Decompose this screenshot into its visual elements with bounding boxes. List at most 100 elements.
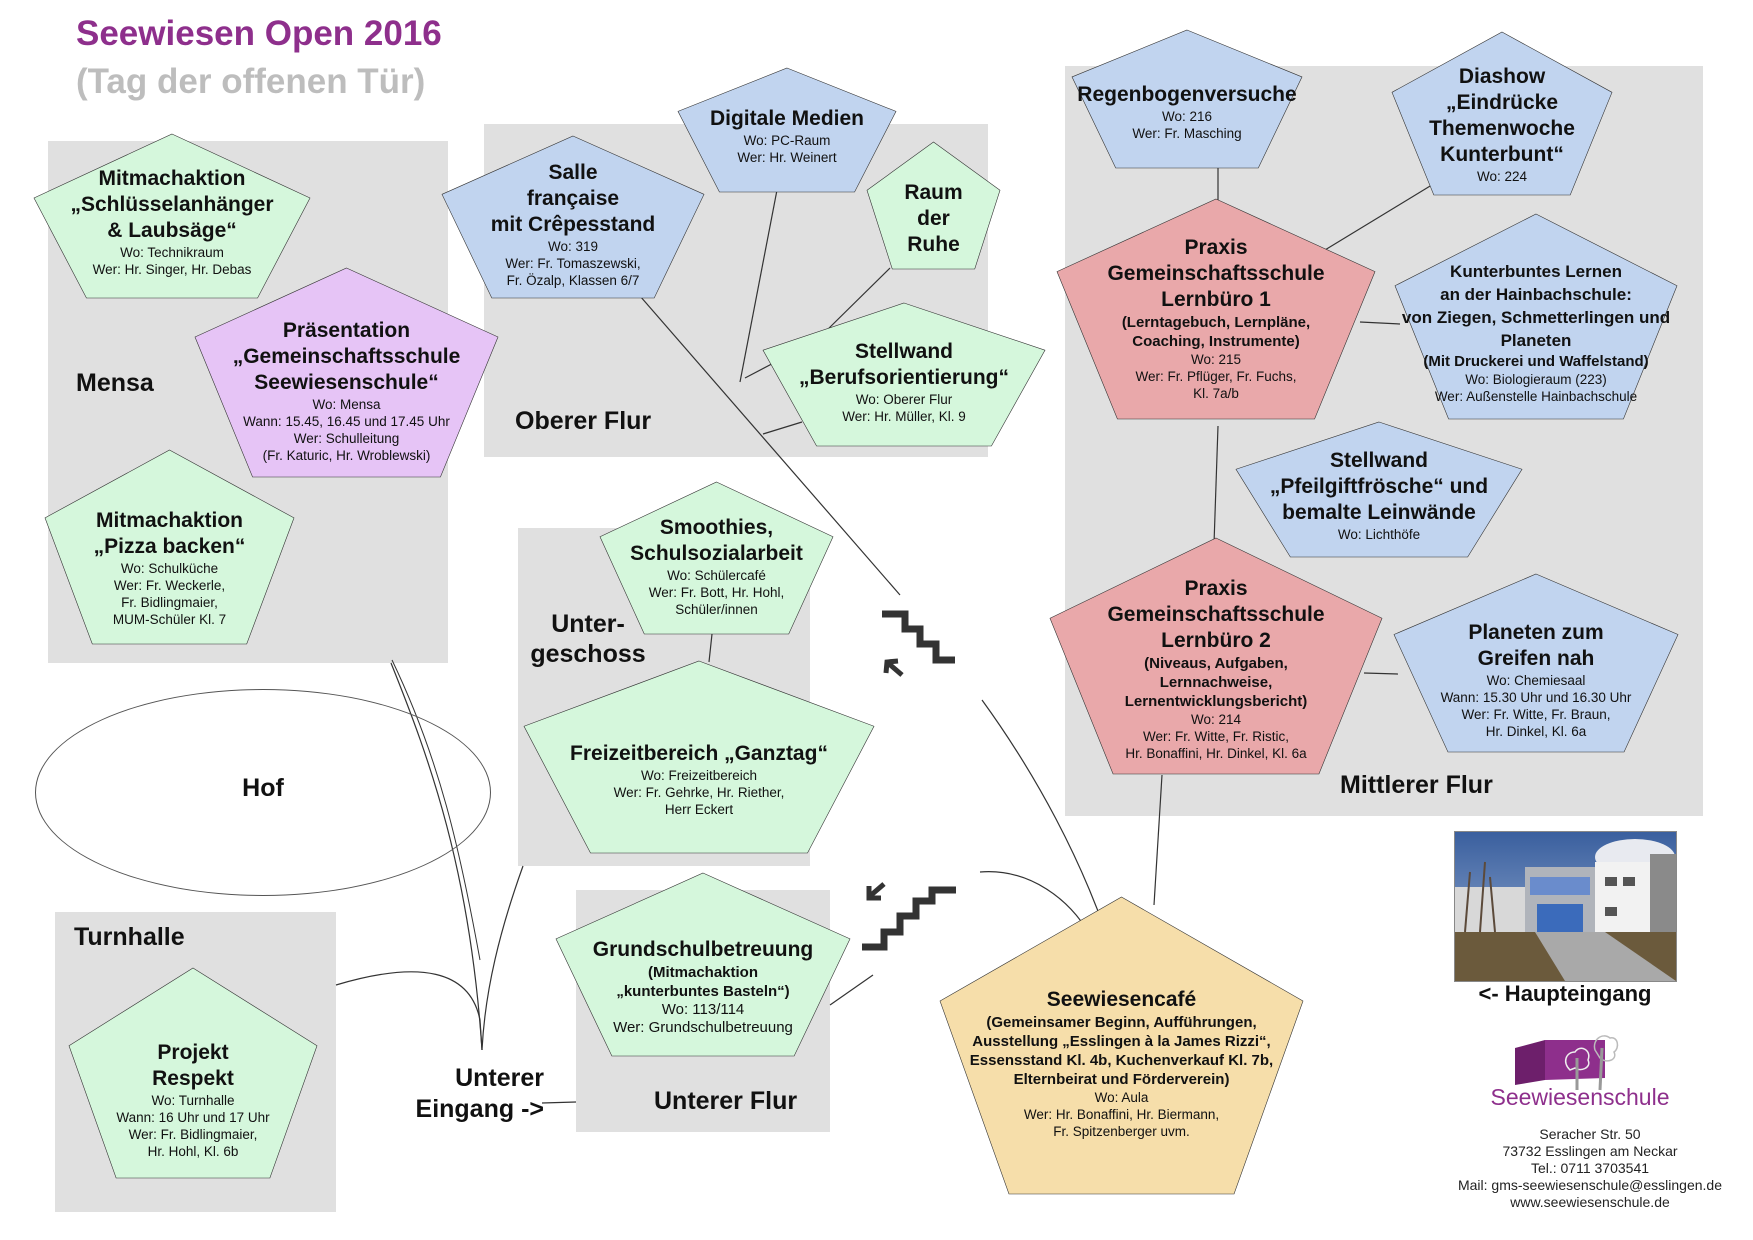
- station-details: Wo: Biologieraum (223) Wer: Außenstelle …: [1434, 372, 1638, 404]
- pentagon-shape: [1072, 30, 1302, 168]
- station-lernbuero-1[interactable]: Praxis Gemeinschaftsschule Lernbüro 1 (L…: [1057, 199, 1375, 419]
- station-grundschule[interactable]: Grundschulbetreuung (Mitmachaktion „kunt…: [556, 873, 850, 1056]
- station-title: Diashow „Eindrücke Themenwoche Kunterbun…: [1429, 65, 1575, 166]
- link-digitale: [739, 189, 778, 383]
- station-freizeitbereich[interactable]: Freizeitbereich „Ganztag“ Wo: Freizeitbe…: [524, 661, 874, 853]
- station-title: Seewiesencafé: [1046, 988, 1197, 1011]
- zone-label-unterer-flur: Unterer Flur: [654, 1087, 798, 1115]
- page-subtitle: (Tag der offenen Tür): [76, 62, 426, 101]
- link-lernbuero: [1213, 425, 1219, 545]
- pentagon-shape: [678, 68, 896, 192]
- link-turnhalle-eingang: [335, 971, 483, 1051]
- station-title: Regenbogenversuche: [1077, 83, 1297, 106]
- link-eingang-flur: [541, 1101, 577, 1104]
- address-street: Seracher Str. 50: [1539, 1126, 1641, 1142]
- station-subtitle: (Mitmachaktion „kunterbuntes Basteln“): [616, 964, 790, 1000]
- link-beruf-2: [762, 421, 803, 435]
- station-details: Wo: Oberer Flur Wer: Hr. Müller, Kl. 9: [842, 392, 966, 424]
- station-hainbach[interactable]: Kunterbuntes Lernen an der Hainbachschul…: [1395, 214, 1677, 419]
- main-entrance-label: <- Haupteingang: [1478, 981, 1652, 1006]
- pentagon-shape: [763, 303, 1045, 446]
- link-grundschule: [829, 974, 874, 1006]
- station-details: Wo: Turnhalle Wann: 16 Uhr und 17 Uhr We…: [116, 1093, 270, 1159]
- pentagon-shape: [34, 134, 310, 298]
- station-details: Wo: Chemiesaal Wann: 15.30 Uhr und 16.30…: [1440, 673, 1632, 739]
- link-salle: [639, 295, 901, 596]
- arrow-down-left-icon: [866, 882, 886, 901]
- stairs-down-icon: [862, 882, 956, 951]
- station-regenbogen[interactable]: Regenbogenversuche Wo: 216 Wer: Fr. Masc…: [1072, 30, 1302, 168]
- station-title: Projekt Respekt: [152, 1041, 234, 1090]
- station-raum-der-ruhe[interactable]: Raum der Ruhe: [867, 142, 1000, 269]
- link-hainbach: [1359, 321, 1401, 325]
- pentagon-shape: [1395, 214, 1677, 419]
- station-title: Planeten zum Greifen nah: [1468, 621, 1604, 670]
- station-details: Wo: 215 Wer: Fr. Pflüger, Fr. Fuchs, Kl.…: [1135, 352, 1297, 401]
- station-details: Wo: Lichthöfe: [1337, 527, 1421, 542]
- station-title: Digitale Medien: [709, 107, 865, 130]
- station-title: Präsentation „Gemeinschaftsschule Seewie…: [232, 319, 461, 394]
- station-details: Wo: Schülercafé Wer: Fr. Bott, Hr. Hohl,…: [648, 568, 785, 617]
- station-berufsorientierung[interactable]: Stellwand „Berufsorientierung“ Wo: Obere…: [763, 303, 1045, 446]
- station-diashow[interactable]: Diashow „Eindrücke Themenwoche Kunterbun…: [1392, 32, 1612, 195]
- station-details: Wo: Schulküche Wer: Fr. Weckerle, Fr. Bi…: [112, 561, 227, 627]
- station-salle[interactable]: Salle française mit Crêpesstand Wo: 319 …: [442, 136, 704, 298]
- station-details: Wo: 224: [1476, 169, 1528, 184]
- station-title: Raum der Ruhe: [904, 181, 963, 256]
- address-website[interactable]: www.seewiesenschule.de: [1510, 1194, 1670, 1210]
- pentagon-shape: [600, 482, 833, 634]
- station-digitale-medien[interactable]: Digitale Medien Wo: PC-Raum Wer: Hr. Wei…: [678, 68, 896, 192]
- pentagon-shape: [442, 136, 704, 298]
- station-seewiesencafe[interactable]: Seewiesencafé (Gemeinsamer Beginn, Auffü…: [940, 897, 1303, 1194]
- station-details: Wo: Aula Wer: Hr. Bonaffini, Hr. Bierman…: [1023, 1090, 1220, 1139]
- station-praesentation[interactable]: Präsentation „Gemeinschaftsschule Seewie…: [195, 268, 498, 477]
- station-details: Wo: 319 Wer: Fr. Tomaszewski, Fr. Özalp,…: [505, 239, 641, 288]
- station-title: Freizeitbereich „Ganztag“: [570, 742, 828, 765]
- link-cafe-lernbuero2: [1153, 774, 1163, 906]
- pentagon-shape: [1057, 199, 1375, 419]
- pentagon-shape: [69, 968, 317, 1178]
- pentagon-shape: [1236, 422, 1522, 557]
- zone-label-turnhalle: Turnhalle: [74, 923, 185, 951]
- station-title: Grundschulbetreuung: [592, 938, 814, 961]
- address-email[interactable]: Mail: gms-seewiesenschule@esslingen.de: [1457, 1177, 1722, 1193]
- link-smoothies: [708, 633, 713, 663]
- pentagon-shape: [195, 268, 498, 477]
- station-lernbuero-2[interactable]: Praxis Gemeinschaftsschule Lernbüro 2 (N…: [1050, 538, 1382, 774]
- station-details: Wo: 214 Wer: Fr. Witte, Fr. Ristic, Hr. …: [1125, 712, 1307, 761]
- station-pfeilgift[interactable]: Stellwand „Pfeilgiftfrösche“ und bemalte…: [1236, 422, 1522, 557]
- link-diashow: [1319, 179, 1441, 254]
- link-ruhe: [821, 267, 891, 336]
- hof-area: Hof: [35, 689, 491, 896]
- station-subtitle: (Gemeinsamer Beginn, Aufführungen, Ausst…: [969, 1014, 1274, 1088]
- station-title: Stellwand „Berufsorientierung“: [798, 340, 1010, 389]
- page-title: Seewiesen Open 2016: [76, 14, 442, 53]
- pentagon-shape: [556, 873, 850, 1056]
- station-details: Wo: Technikraum Wer: Hr. Singer, Hr. Deb…: [92, 245, 252, 277]
- pentagon-shape: [1392, 32, 1612, 195]
- station-title: Smoothies, Schulsozialarbeit: [630, 516, 803, 565]
- station-title: Stellwand „Pfeilgiftfrösche“ und bemalte…: [1269, 449, 1489, 524]
- station-subtitle: (Niveaus, Aufgaben, Lernnachweise, Lerne…: [1124, 655, 1308, 710]
- station-title: Praxis Gemeinschaftsschule Lernbüro 1: [1107, 236, 1325, 311]
- address-city: 73732 Esslingen am Neckar: [1502, 1143, 1678, 1159]
- pentagon-shape: [940, 897, 1303, 1194]
- zone-label-mensa: Mensa: [76, 369, 154, 397]
- school-logo-icon: [1515, 1035, 1619, 1091]
- pentagon-shape: [867, 142, 1000, 269]
- station-subtitle: (Lerntagebuch, Lernpläne, Coaching, Inst…: [1121, 314, 1311, 350]
- station-schluesselanhaenger[interactable]: Mitmachaktion „Schlüsselanhänger & Laubs…: [34, 134, 310, 298]
- station-details: Wo: Freizeitbereich Wer: Fr. Gehrke, Hr.…: [613, 768, 785, 817]
- main-entrance-photo: [1454, 831, 1677, 982]
- station-title: Salle française mit Crêpesstand: [490, 161, 656, 236]
- station-respekt[interactable]: Projekt Respekt Wo: Turnhalle Wann: 16 U…: [69, 968, 317, 1178]
- zone-label-oberer-flur: Oberer Flur: [515, 407, 652, 435]
- station-details: Wo: PC-Raum Wer: Hr. Weinert: [737, 133, 837, 165]
- hof-label: Hof: [242, 774, 284, 802]
- station-pizza[interactable]: Mitmachaktion „Pizza backen“ Wo: Schulkü…: [45, 450, 294, 644]
- station-planeten[interactable]: Planeten zum Greifen nah Wo: Chemiesaal …: [1394, 574, 1678, 752]
- station-smoothies[interactable]: Smoothies, Schulsozialarbeit Wo: Schüler…: [600, 482, 833, 634]
- zone-label-mittlerer-flur: Mittlerer Flur: [1340, 771, 1493, 799]
- pentagon-shape: [45, 450, 294, 644]
- arrow-up-left-icon: [883, 658, 904, 677]
